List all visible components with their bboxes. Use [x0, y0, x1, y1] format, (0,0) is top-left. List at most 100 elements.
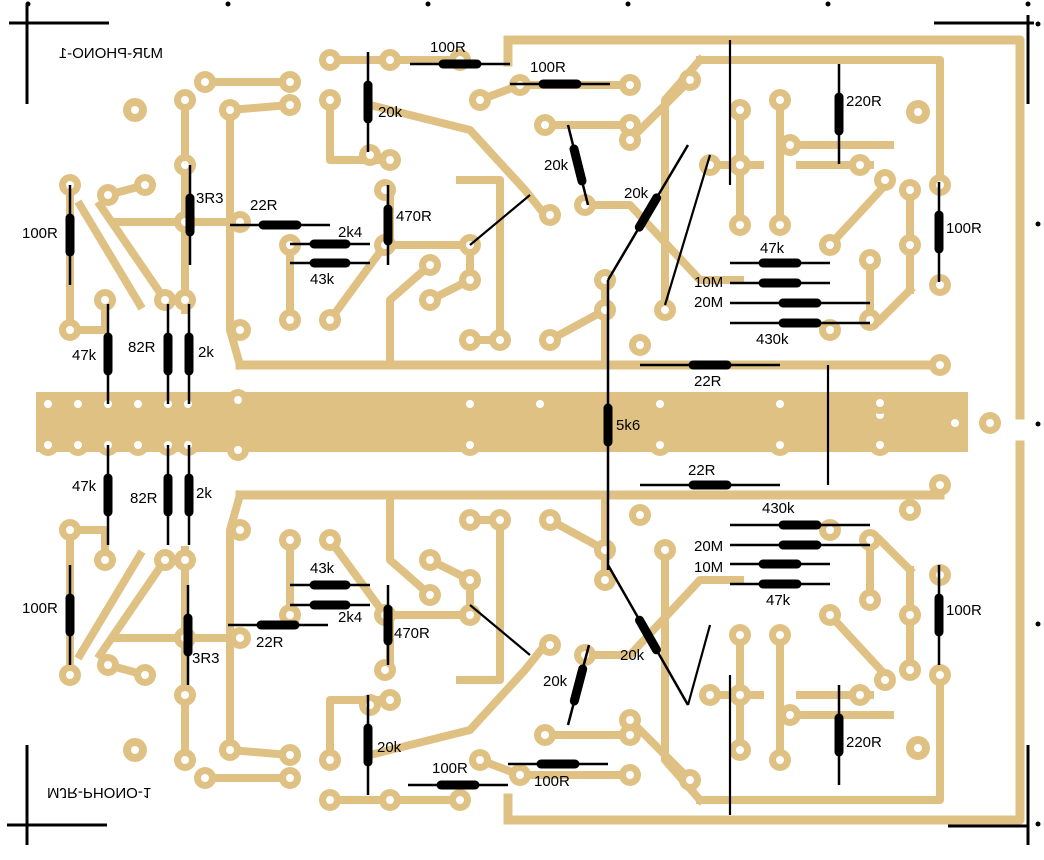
resistor-label: 20k	[624, 185, 649, 202]
drill-hole	[516, 771, 524, 779]
drill-hole	[466, 611, 474, 619]
resistor-label: 10M	[694, 274, 723, 291]
resistor-label: 10M	[694, 559, 723, 576]
component-layer	[65, 40, 944, 815]
drill-hole	[881, 176, 889, 184]
drill-hole	[661, 306, 669, 314]
drill-hole	[476, 96, 484, 104]
drill-hole	[856, 691, 864, 699]
drill-hole	[226, 106, 234, 114]
drill-hole	[466, 576, 474, 584]
drill-hole	[326, 56, 334, 64]
drill-hole	[286, 316, 294, 324]
drill-hole	[386, 156, 394, 164]
resistor-r-top-20k-c	[606, 144, 690, 281]
drill-hole	[776, 756, 784, 764]
drill-hole	[201, 774, 209, 782]
resistor-label: 20k	[544, 157, 569, 174]
resistor-label: 43k	[310, 271, 335, 288]
drill-hole	[736, 746, 744, 754]
drill-hole	[866, 256, 874, 264]
drill-hole	[866, 536, 874, 544]
copper-trace	[324, 239, 391, 326]
drill-hole	[936, 281, 944, 289]
drill-hole	[876, 399, 884, 407]
drill-hole	[906, 666, 914, 674]
alignment-dot	[825, 1, 831, 7]
resistor-label: 20k	[543, 673, 568, 690]
drill-hole	[181, 161, 189, 169]
drill-hole	[426, 296, 434, 304]
resistor-body	[569, 144, 587, 186]
drill-hole	[101, 556, 109, 564]
drill-hole	[226, 746, 234, 754]
drill-hole	[776, 221, 784, 229]
drill-hole	[326, 96, 334, 104]
copper-trace	[386, 611, 474, 674]
drill-hole	[601, 576, 609, 584]
copper-trace	[624, 74, 696, 146]
drill-hole	[686, 76, 694, 84]
drill-hole	[826, 526, 834, 534]
drill-hole	[386, 796, 394, 804]
board-title-top: MJR-PHONO-1	[59, 45, 163, 62]
drill-hole	[66, 671, 74, 679]
resistor-body	[635, 615, 661, 655]
drill-hole	[134, 441, 142, 449]
drill-hole	[866, 596, 874, 604]
drill-hole	[496, 516, 504, 524]
drill-hole	[286, 751, 294, 759]
drill-hole	[386, 696, 394, 704]
drill-hole	[626, 716, 634, 724]
resistor-label: 22R	[250, 197, 278, 214]
drill-hole	[906, 611, 914, 619]
drill-hole	[181, 96, 189, 104]
resistor-r-bot-20k-c	[606, 564, 690, 706]
drill-hole	[326, 796, 334, 804]
drill-hole	[936, 481, 944, 489]
drill-hole	[286, 774, 294, 782]
drill-hole	[936, 361, 944, 369]
drill-hole	[426, 556, 434, 564]
drill-hole	[881, 676, 889, 684]
drill-hole	[636, 341, 644, 349]
resistor-body	[634, 193, 662, 232]
drill-hole	[776, 96, 784, 104]
drill-hole	[541, 731, 549, 739]
drill-hole	[914, 108, 922, 116]
resistor-label: 430k	[756, 331, 789, 348]
copper-trace	[624, 714, 696, 786]
drill-hole	[914, 744, 922, 752]
copper-trace	[696, 56, 944, 189]
copper-trace	[503, 35, 1025, 420]
drill-hole	[66, 526, 74, 534]
drill-hole	[636, 511, 644, 519]
copper-trace	[386, 259, 436, 369]
drill-hole	[656, 400, 664, 408]
resistor-label: 3R3	[196, 190, 224, 207]
drill-hole	[181, 691, 189, 699]
drill-hole	[161, 296, 169, 304]
resistor-r-top-20k-b	[566, 124, 590, 206]
drill-hole	[74, 441, 82, 449]
drill-hole	[476, 756, 484, 764]
drill-hole	[161, 556, 169, 564]
drill-hole	[736, 106, 744, 114]
resistor-label: 82R	[130, 490, 158, 507]
drill-hole	[876, 441, 884, 449]
board-title-bottom: MJR-PHONO-1	[47, 784, 151, 801]
copper-trace	[386, 491, 436, 601]
resistor-label: 47k	[766, 592, 791, 609]
resistor-label: 82R	[128, 339, 156, 356]
drill-hole	[286, 101, 294, 109]
resistor-label: 22R	[256, 634, 284, 651]
drill-hole	[546, 641, 554, 649]
copper-trace	[74, 199, 146, 311]
copper-trace	[324, 534, 391, 621]
jumper-wire	[469, 604, 531, 656]
resistor-label: 22R	[688, 462, 716, 479]
drill-hole	[936, 671, 944, 679]
drill-hole	[181, 756, 189, 764]
resistor-label: 2k	[198, 344, 214, 361]
drill-hole	[776, 441, 784, 449]
